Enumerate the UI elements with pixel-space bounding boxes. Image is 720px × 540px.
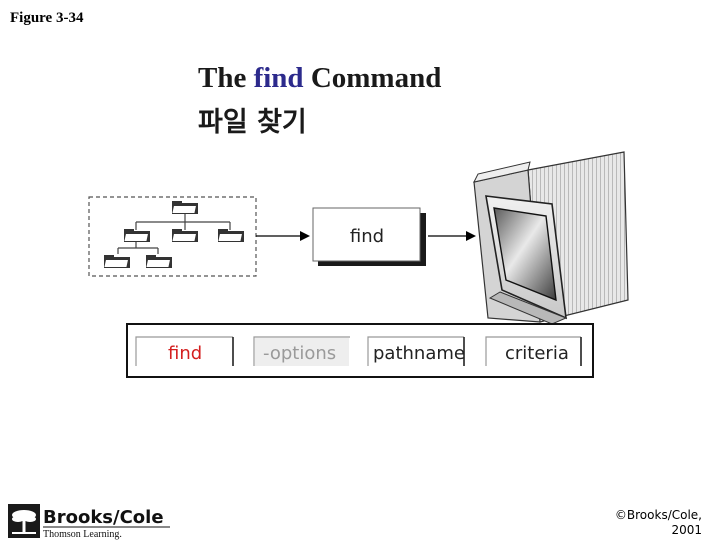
syntax-options-text: -options: [263, 343, 336, 364]
find-syntax-bar: find -options pathname criteria: [126, 323, 594, 378]
arrow-right-icon: [256, 231, 310, 241]
folder-icon: [124, 229, 150, 242]
folder-icon: [146, 255, 172, 268]
tree-icon: [12, 510, 36, 534]
syntax-command-text: find: [168, 343, 202, 364]
syntax-field-command: find: [135, 336, 234, 366]
title-accent: find: [253, 62, 304, 94]
syntax-field-pathname: pathname: [367, 336, 465, 366]
publisher-name: Brooks/Cole: [43, 507, 164, 528]
slide-title: The find Command: [198, 62, 441, 95]
syntax-field-criteria: criteria: [485, 336, 582, 366]
copyright-notice: ©Brooks/Cole, 2001: [615, 508, 702, 538]
title-part2: Command: [303, 62, 442, 94]
monitor-icon: [473, 151, 629, 325]
slide-subtitle: 파일 찾기: [198, 107, 307, 138]
syntax-pathname-text: pathname: [373, 343, 465, 364]
find-box-label: find: [350, 226, 384, 247]
folder-icon: [172, 201, 198, 214]
folder-icon: [218, 229, 244, 242]
figure-label: Figure 3-34: [10, 10, 84, 26]
arrow-right-icon: [428, 231, 476, 241]
title-part1: The: [198, 62, 254, 94]
brooks-cole-logo: Brooks/Cole Thomson Learning.: [8, 504, 170, 540]
syntax-field-options: -options: [253, 336, 350, 366]
syntax-criteria-text: criteria: [505, 343, 569, 364]
copyright-line2: 2001: [671, 523, 702, 537]
copyright-line1: ©Brooks/Cole,: [614, 508, 702, 522]
folder-icon: [104, 255, 130, 268]
find-command-box: find: [312, 207, 426, 266]
folder-icon: [172, 229, 198, 242]
publisher-sub: Thomson Learning.: [43, 529, 122, 540]
directory-tree: [88, 196, 257, 277]
